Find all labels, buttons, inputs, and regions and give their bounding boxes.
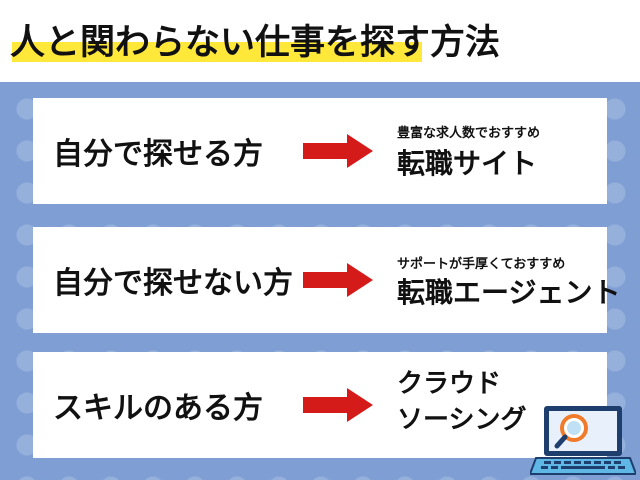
right-arrow-icon [303, 134, 373, 168]
method-card-2: 自分で探せない方 サポートが手厚くておすすめ 転職エージェント [33, 227, 620, 333]
header: 人と関わらない仕事を探す方法 [0, 0, 640, 82]
laptop-search-icon [530, 406, 636, 475]
recommendation-name: 転職エージェント [397, 276, 621, 309]
recommendation: サポートが手厚くておすすめ 転職エージェント [397, 227, 620, 333]
recommendation-name-line2: ソーシング [397, 405, 527, 435]
method-card-3: スキルのある方 クラウド ソーシング [33, 352, 607, 458]
audience-label: 自分で探せる方 [53, 137, 263, 172]
recommendation-note: サポートが手厚くておすすめ [397, 257, 566, 272]
audience-label: 自分で探せない方 [53, 266, 293, 301]
audience-label: スキルのある方 [53, 391, 263, 426]
title-highlight [12, 42, 422, 62]
recommendation-name: 転職サイト [397, 147, 538, 180]
method-card-1: 自分で探せる方 豊富な求人数でおすすめ 転職サイト [33, 98, 607, 204]
recommendation-note: 豊富な求人数でおすすめ [397, 126, 541, 141]
right-arrow-icon [303, 388, 373, 422]
recommendation: 豊富な求人数でおすすめ 転職サイト [397, 98, 597, 204]
recommendation-name-line1: クラウド [397, 369, 502, 399]
right-arrow-icon [303, 263, 373, 297]
recommendation-name: クラウド ソーシング [397, 366, 526, 438]
page-title: 人と関わらない仕事を探す方法 [10, 23, 501, 63]
recommendation: クラウド ソーシング [397, 352, 597, 458]
